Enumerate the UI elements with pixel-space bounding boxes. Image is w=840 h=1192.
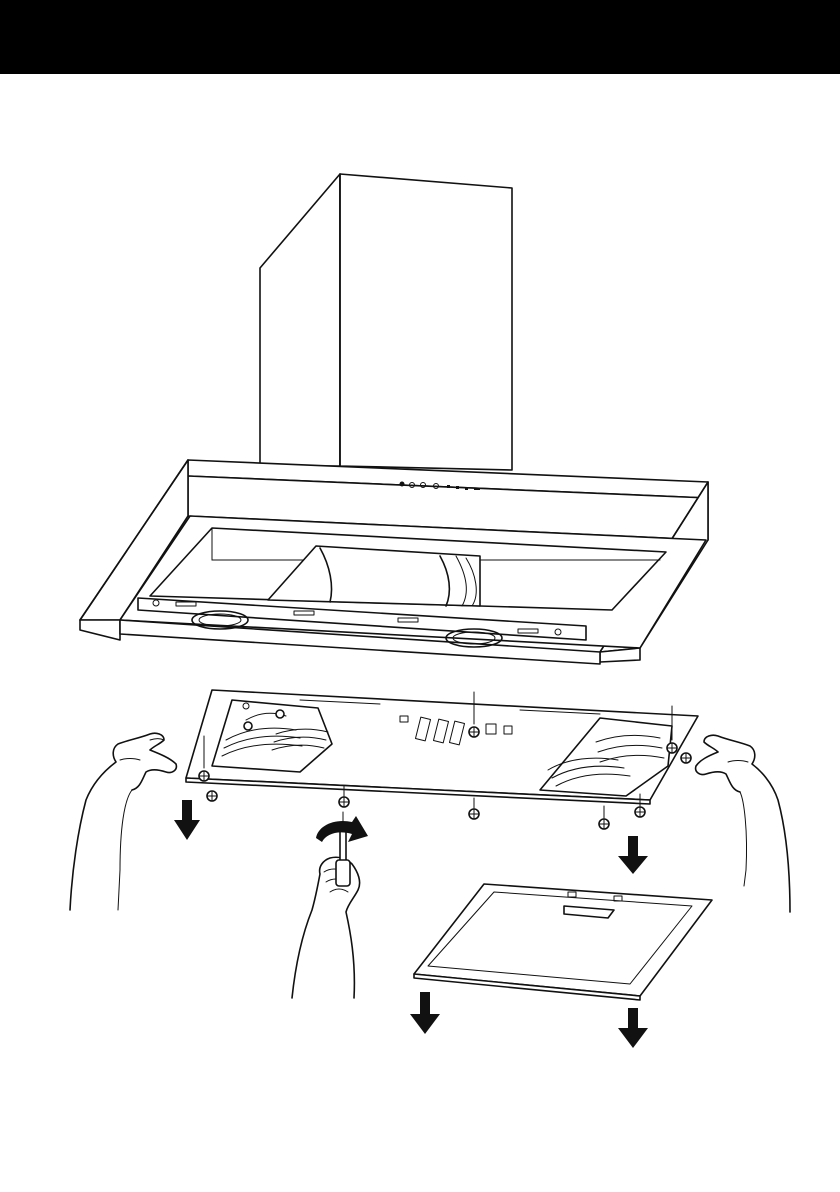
chimney-cover-icon: [260, 174, 512, 470]
screw-icon: [599, 806, 609, 829]
screw-icon: [207, 791, 217, 801]
hand-icon: [696, 735, 790, 912]
grease-filter-frame-icon: [414, 884, 712, 1000]
hand-icon: [70, 733, 176, 910]
bottom-panel-icon: [186, 690, 698, 804]
down-arrow-icon: [618, 1008, 648, 1048]
down-arrow-icon: [410, 992, 440, 1034]
screw-icon: [681, 753, 691, 763]
screw-icon: [469, 798, 479, 819]
down-arrow-icon: [618, 836, 648, 874]
down-arrow-icon: [174, 800, 200, 840]
